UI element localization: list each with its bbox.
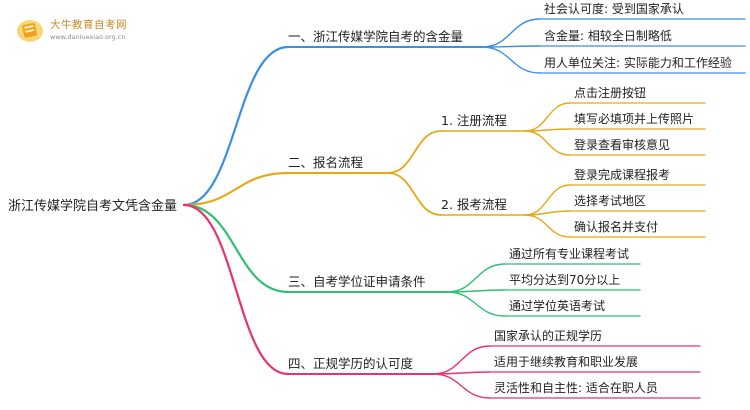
- leaf-connector: [446, 291, 506, 317]
- branch-connector: [182, 171, 290, 207]
- branch-connector: [182, 45, 290, 207]
- leaf-topic: 适用于继续教育和职业发展: [494, 354, 638, 369]
- leaf-topic: 社会认可度: 受到国家承认: [544, 1, 684, 16]
- leaf-topic: 用人单位关注: 实际能力和工作经验: [544, 55, 732, 70]
- leaf-topic: 填写必填项并上传照片: [574, 111, 694, 126]
- leaf-topic: 通过所有专业课程考试: [509, 246, 629, 261]
- site-logo: 大牛教育自考网 www.daniuexiao.org.cn: [10, 14, 160, 48]
- leaf-topic: 灵活性和自主性: 适合在职人员: [494, 380, 658, 395]
- book-logo-icon: [17, 20, 43, 42]
- leaf-connector: [481, 46, 541, 74]
- branch-connector: [182, 203, 290, 294]
- leaf-connector: [432, 373, 491, 399]
- leaf-connector: [524, 210, 571, 216]
- subbranch-topic: 1. 注册流程: [441, 113, 507, 128]
- leaf-topic: 平均分达到70分以上: [509, 273, 620, 287]
- leaf-topic: 登录完成课程报考: [574, 167, 670, 182]
- leaf-connector: [481, 18, 541, 48]
- leaf-topic: 通过学位英语考试: [509, 298, 605, 313]
- leaf-topic: 选择考试地区: [574, 193, 646, 208]
- leaf-connector: [524, 130, 571, 156]
- logo-title: 大牛教育自考网: [50, 19, 127, 31]
- leaf-connector: [524, 214, 571, 238]
- branch-topic: 三、自考学位证申请条件: [288, 274, 426, 289]
- leaf-topic: 国家承认的正规学历: [494, 328, 602, 343]
- leaf-connector: [524, 184, 571, 216]
- root-topic: 浙江传媒学院自考文凭含金量: [8, 198, 177, 214]
- branch-topic: 一、浙江传媒学院自考的含金量: [288, 29, 463, 44]
- branch-topic: 四、正规学历的认可度: [288, 356, 414, 371]
- leaf-topic: 含金量: 相较全日制略低: [544, 28, 672, 43]
- leaf-topic: 登录查看审核意见: [574, 137, 670, 152]
- subbranch-topic: 2. 报考流程: [441, 197, 507, 212]
- subbranch-connector: [387, 172, 442, 216]
- leaf-connector: [524, 102, 571, 132]
- branch-topic: 二、报名流程: [288, 155, 364, 170]
- leaf-topic: 点击注册按钮: [574, 85, 646, 100]
- leaf-connector: [432, 345, 491, 375]
- logo-url: www.daniuexiao.org.cn: [50, 33, 126, 41]
- leaf-connector: [446, 263, 506, 293]
- branch-connector: [182, 203, 290, 376]
- leaf-topic: 确认报名并支付: [574, 219, 658, 234]
- subbranch-connector: [387, 130, 442, 174]
